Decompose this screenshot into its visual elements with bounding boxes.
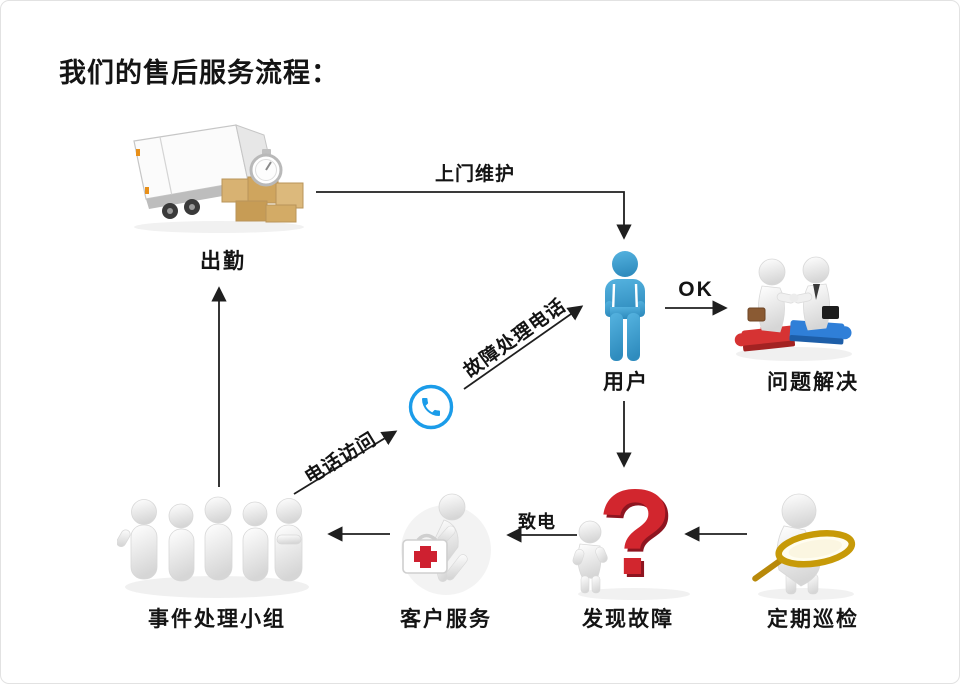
dispatch-node (124, 119, 329, 239)
service-node (386, 488, 508, 596)
fault-node: ? ? (564, 463, 696, 603)
page-title: 我们的售后服务流程： (59, 58, 339, 88)
phone-handset-icon (406, 382, 456, 432)
inspection-node (736, 488, 876, 603)
question-glyph-shadow: ? (601, 467, 676, 603)
inspection-label: 定期巡检 (767, 608, 859, 631)
magnifier-person-icon (752, 493, 856, 600)
handshake-puzzle-icon (734, 256, 852, 361)
solved-node (728, 244, 860, 364)
edge-label-ok: OK (678, 278, 714, 301)
edge-label-fault-handling-call: 故障处理电话 (460, 295, 571, 383)
blue-person-icon (605, 251, 645, 361)
arrow-dispatch-to-user (316, 191, 632, 240)
question-glyph: ? (598, 464, 673, 600)
edge-label-onsite-maintenance: 上门维护 (434, 164, 516, 185)
team-group-icon (117, 496, 309, 598)
team-label: 事件处理小组 (148, 608, 286, 631)
first-aid-kit-icon (401, 493, 491, 595)
solved-label: 问题解决 (767, 371, 859, 394)
dispatch-label: 出勤 (200, 250, 246, 273)
delivery-truck-icon (133, 124, 304, 233)
service-label: 客户服务 (400, 608, 492, 631)
edge-label-call: 致电 (518, 512, 556, 532)
question-mark-icon: ? ? (572, 464, 690, 603)
edge-label-phone-visit: 电话访问 (301, 428, 381, 489)
team-node (117, 491, 319, 599)
user-node (597, 251, 653, 363)
fault-label: 发现故障 (582, 608, 674, 631)
user-label: 用户 (603, 371, 649, 394)
